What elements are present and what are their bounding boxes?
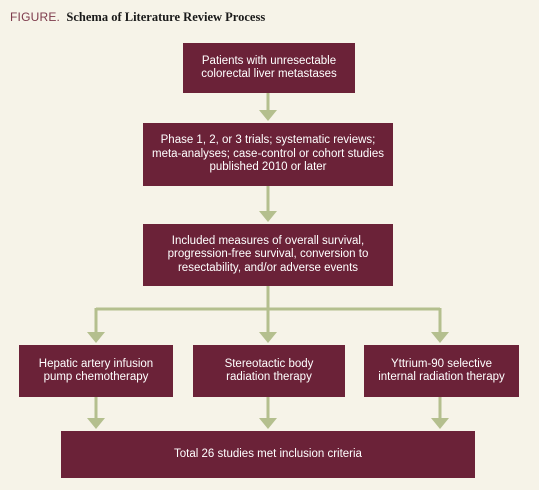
node-y90-line-1: Yttrium-90 selective (391, 357, 492, 370)
node-total: Total 26 studies met inclusion criteria (61, 431, 475, 478)
node-patients-line-1: Patients with unresectable (201, 54, 337, 67)
node-y90-line-2: internal radiation therapy (378, 371, 505, 383)
node-sbrt-line-1: Stereotactic body (224, 357, 314, 370)
node-measures-line-2: progression-free survival, conversion to (167, 248, 369, 261)
node-criteria-line-3: published 2010 or later (209, 161, 327, 174)
arrowhead-total-center (259, 418, 277, 429)
node-haipc: Hepatic artery infusion pump chemotherap… (19, 345, 173, 397)
node-y90: Yttrium-90 selective internal radiation … (364, 345, 519, 397)
node-criteria-line-2: meta-analyses; case-control or cohort st… (151, 147, 385, 160)
arrowhead-criteria (259, 110, 277, 121)
arrowhead-sbrt (259, 332, 277, 343)
node-sbrt: Stereotactic body radiation therapy (193, 345, 345, 397)
arrowhead-y90 (431, 332, 449, 343)
node-measures-line-1: Included measures of overall survival, (171, 234, 365, 247)
figure-title: Schema of Literature Review Process (66, 10, 266, 24)
node-sbrt-line-2: radiation therapy (226, 371, 312, 383)
node-patients-line-2: colorectal liver metastases (201, 68, 337, 80)
figure-caption: FIGURE. Schema of Literature Review Proc… (10, 10, 265, 24)
figure-label: FIGURE. (10, 10, 61, 24)
node-study-criteria: Phase 1, 2, or 3 trials; systematic revi… (143, 123, 393, 186)
arrowhead-measures (259, 211, 277, 222)
node-measures-line-3: resectability, and/or adverse events (177, 261, 359, 274)
node-included-measures: Included measures of overall survival, p… (143, 224, 393, 286)
arrowhead-total-right (431, 418, 449, 429)
node-criteria-line-1: Phase 1, 2, or 3 trials; systematic revi… (160, 134, 376, 147)
arrowhead-total-left (87, 418, 105, 429)
node-haipc-line-2: pump chemotherapy (43, 371, 149, 383)
node-total-line-1: Total 26 studies met inclusion criteria (174, 447, 362, 460)
node-patients: Patients with unresectable colorectal li… (183, 43, 355, 93)
node-haipc-line-1: Hepatic artery infusion (38, 357, 154, 370)
arrowhead-haipc (87, 332, 105, 343)
